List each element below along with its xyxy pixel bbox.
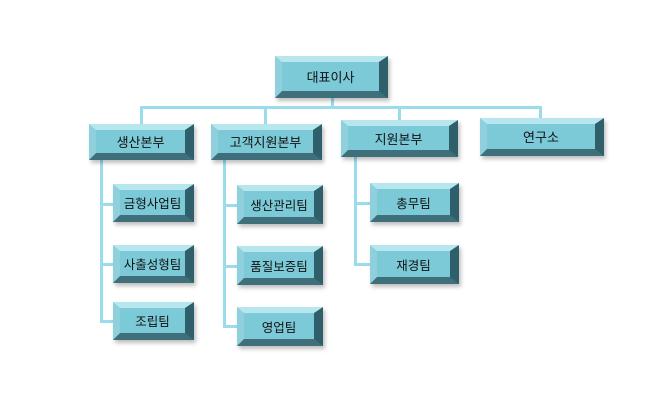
org-box-label: 연구소 [523,131,559,146]
org-box-label: 사출성형팀 [123,257,182,272]
connector-div4 [539,106,542,120]
connector-team3-1 [354,202,371,205]
org-box-label: 품질보증팀 [250,258,308,274]
org-box-label: 생산관리팀 [250,197,308,213]
connector-team3-2 [354,263,371,266]
connector-team2-3 [223,325,238,328]
org-box-team[interactable]: 생산관리팀 [237,185,323,224]
org-box-team[interactable]: 조립팀 [113,302,194,340]
connector-div2 [264,106,267,126]
connector-team1-2 [100,263,114,266]
connector-root-down [331,97,334,109]
org-box-team[interactable]: 금형사업팀 [113,184,194,222]
org-box-ceo[interactable]: 대표이사 [275,56,388,98]
org-box-label: 조립팀 [135,314,170,329]
org-box-team[interactable]: 재경팀 [370,245,459,284]
connector-team2-1 [223,204,238,207]
org-box-label: 생산본부 [116,136,165,151]
connector-horizontal [140,106,542,109]
org-box-label: 총무팀 [396,195,431,211]
connector-team1-3 [100,320,114,323]
connector-div1 [140,106,143,126]
org-box-label: 지원본부 [374,132,423,148]
connector-team2-2 [223,265,238,268]
org-box-label: 금형사업팀 [123,196,182,211]
org-box-division[interactable]: 지원본부 [341,120,458,157]
org-box-label: 고객지원본부 [229,136,302,151]
org-box-team[interactable]: 총무팀 [370,183,459,222]
connector-div3 [398,106,401,122]
org-box-label: 재경팀 [396,257,431,273]
org-box-division[interactable]: 연구소 [480,118,604,156]
org-box-team[interactable]: 품질보증팀 [237,246,323,285]
connector-team1-1 [100,203,114,206]
connector-div2-vertical [223,158,226,328]
org-box-team[interactable]: 영업팀 [237,307,323,346]
connector-div1-vertical [100,158,103,323]
org-box-division[interactable]: 고객지원본부 [211,124,322,160]
org-box-division[interactable]: 생산본부 [89,124,194,160]
connector-div3-vertical [354,156,357,266]
org-box-team[interactable]: 사출성형팀 [113,245,194,283]
org-box-label: 영업팀 [261,319,297,335]
org-box-label: 대표이사 [306,71,355,86]
